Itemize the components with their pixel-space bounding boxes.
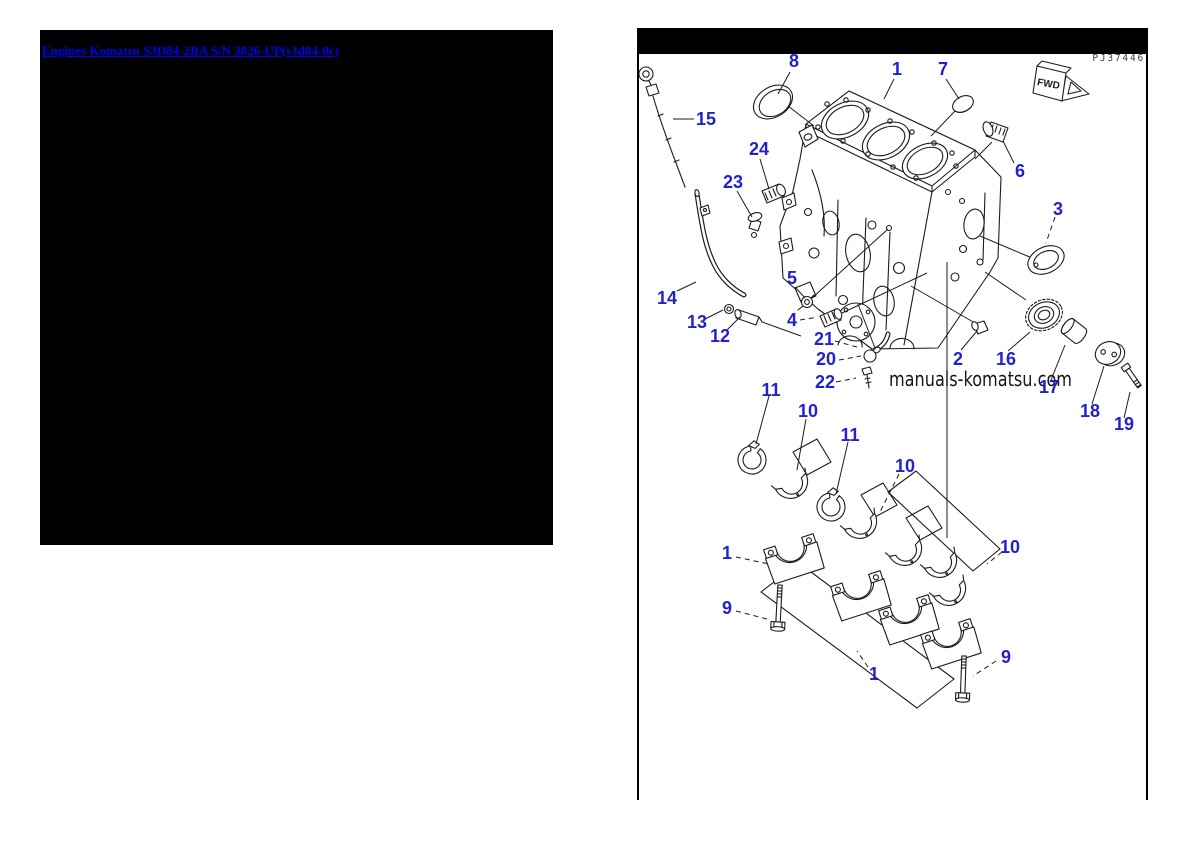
callout-11: 11 xyxy=(840,425,859,445)
callout-1: 1 xyxy=(722,543,732,563)
callout-10: 10 xyxy=(1000,537,1020,557)
fwd-label: FWD xyxy=(1036,77,1060,92)
callout-22: 22 xyxy=(815,372,835,392)
bolt-19 xyxy=(1120,362,1142,389)
cover-18 xyxy=(1094,341,1126,367)
group-plates xyxy=(760,438,1001,709)
bearing-cap-1 xyxy=(762,532,826,585)
block-ribs xyxy=(811,169,891,331)
bearing-cap-1 xyxy=(829,569,893,622)
head-gasket-surface xyxy=(805,90,976,187)
plug-24 xyxy=(761,183,786,204)
cup-plug-7 xyxy=(952,95,974,113)
callout-6: 6 xyxy=(1015,161,1025,181)
bearing-shell-10 xyxy=(919,546,965,585)
bearing-cap-1 xyxy=(919,617,983,670)
thrust-washer-11 xyxy=(734,437,771,478)
callout-17: 17 xyxy=(1039,377,1059,397)
cap-group-band xyxy=(760,562,955,709)
leader-lines xyxy=(673,71,1131,677)
callout-21: 21 xyxy=(814,329,834,349)
figure-code: PJ37446 xyxy=(1092,53,1145,64)
screw-plug-6 xyxy=(982,121,1009,143)
callout-9: 9 xyxy=(722,598,732,618)
plug-2 xyxy=(971,320,989,335)
cylinder-bore xyxy=(901,142,949,180)
callout-16: 16 xyxy=(996,349,1016,369)
block-face-openings xyxy=(803,188,985,317)
watermark: manuals-komatsu.com xyxy=(889,367,1072,391)
cylinder-bore xyxy=(820,100,870,140)
model-link[interactable]: Engines Komatsu S3D84-2BA S/N 3826-UP(s3… xyxy=(42,43,339,58)
callout-24: 24 xyxy=(749,139,769,159)
connector-12 xyxy=(734,309,763,326)
callout-7: 7 xyxy=(938,59,948,79)
front-cover-boss xyxy=(836,302,876,342)
bolt-22 xyxy=(861,366,873,389)
oil-nozzle-21 xyxy=(870,331,891,354)
callout-11: 11 xyxy=(761,380,780,400)
diagram-right-border xyxy=(1146,54,1148,800)
callout-23: 23 xyxy=(723,172,743,192)
bearing-shell-10 xyxy=(928,574,974,613)
plug-4 xyxy=(819,308,843,328)
plug-23 xyxy=(747,212,763,239)
thrust-washer-11 xyxy=(813,484,850,525)
callout-1: 1 xyxy=(869,664,879,684)
bushing-17 xyxy=(1060,318,1088,344)
bearing-shell-10 xyxy=(839,507,885,546)
callout-5: 5 xyxy=(787,268,797,288)
callout-2: 2 xyxy=(953,349,963,369)
callout-8: 8 xyxy=(789,51,799,71)
left-placeholder-panel: Engines Komatsu S3D84-2BA S/N 3826-UP(s3… xyxy=(40,30,553,545)
bearing-shell-10 xyxy=(884,534,930,573)
callout-14: 14 xyxy=(657,288,677,308)
dipstick-guide-tube xyxy=(694,189,747,298)
bearing-cap-1 xyxy=(877,593,941,646)
cap-bolt-9 xyxy=(770,584,788,633)
callout-19: 19 xyxy=(1114,414,1134,434)
callout-18: 18 xyxy=(1080,401,1100,421)
gasket-bolt-holes xyxy=(815,97,959,181)
callout-20: 20 xyxy=(816,349,836,369)
bearing-gear-16 xyxy=(1025,298,1063,332)
dipstick xyxy=(638,66,686,188)
callout-3: 3 xyxy=(1053,199,1063,219)
callout-9: 9 xyxy=(1001,647,1011,667)
cylinder-bore xyxy=(861,121,911,161)
o-ring-13 xyxy=(723,303,735,315)
cup-plug-8 xyxy=(752,84,794,120)
bearing-shell-10 xyxy=(770,467,816,506)
diagram-header-bar xyxy=(637,28,1148,54)
callout-10: 10 xyxy=(798,401,818,421)
callout-15: 15 xyxy=(696,109,716,129)
shell-group-band xyxy=(887,470,1001,572)
callouts: 8 1 7 15 24 23 6 3 5 14 13 12 4 21 20 22… xyxy=(657,51,1134,684)
cylinder-block xyxy=(778,90,1002,350)
callout-12: 12 xyxy=(710,326,730,346)
nozzle-body-20 xyxy=(863,346,881,363)
fwd-plate-icon: FWD xyxy=(1032,60,1090,102)
callout-10: 10 xyxy=(895,456,915,476)
diagram-left-border xyxy=(637,54,639,800)
screw-5 xyxy=(797,294,815,311)
callout-1: 1 xyxy=(892,59,902,79)
cap-bolt-9 xyxy=(954,655,972,703)
seal-3 xyxy=(1027,245,1065,275)
leader-lines-internal xyxy=(761,105,1033,538)
callout-13: 13 xyxy=(687,312,707,332)
callout-4: 4 xyxy=(787,310,797,330)
